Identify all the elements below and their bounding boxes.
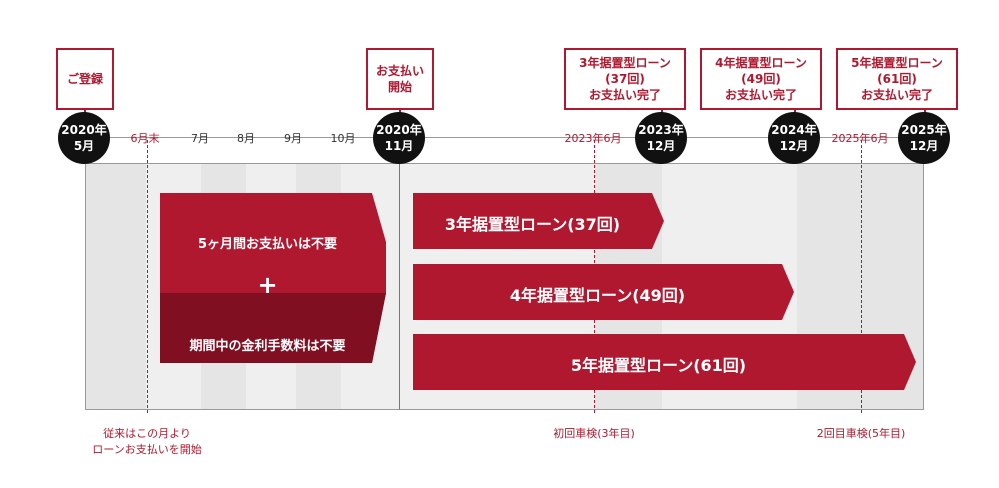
loan4-arrow: 4年据置型ローン(49回): [413, 264, 794, 320]
loan4-arrow-shape: [413, 264, 794, 320]
june-end-marker: [147, 140, 148, 413]
loan3-arrow-shape: [413, 193, 664, 249]
loan5-label: 5年据置型ローン(61回): [570, 356, 747, 375]
loan4-complete-callout: 4年据置型ローン (49回) お支払い完了: [700, 48, 822, 110]
month-label-october: 10月: [330, 132, 356, 145]
date-circle-2025-12: 2025年 12月: [898, 112, 950, 164]
grace-top-text: 5ヶ月間お支払いは不要: [197, 237, 338, 252]
grace-period-arrow: 5ヶ月間お支払いは不要 + 期間中の金利手数料は不要: [160, 193, 386, 363]
loan5-arrow-shape: [413, 334, 916, 390]
registration-callout: ご登録: [56, 48, 114, 110]
plus-icon: +: [257, 271, 278, 299]
loan3-label: 3年据置型ローン(37回): [444, 215, 621, 234]
date-circle-2020-5: 2020年 5月: [58, 112, 110, 164]
circle-year: 2023年: [638, 123, 684, 137]
conventional-start-note: 従来はこの月より ローンお支払いを開始: [92, 427, 202, 456]
circle-month: 12月: [779, 139, 809, 153]
month-label-june-2025: 2025年6月: [831, 132, 889, 145]
loan4-label: 4年据置型ローン(49回): [509, 286, 686, 305]
loan5-complete-callout: 5年据置型ローン (61回) お支払い完了: [836, 48, 958, 110]
loan3-complete-callout: 3年据置型ローン (37回) お支払い完了: [564, 48, 686, 110]
first-inspection-label: 初回車検(3年目): [553, 427, 635, 440]
date-circle-2024-12: 2024年 12月: [768, 112, 820, 164]
second-inspection-label: 2回目車検(5年目): [816, 427, 906, 440]
date-circle-2020-11: 2020年 11月: [373, 112, 425, 164]
month-label-september: 9月: [284, 132, 302, 145]
circle-month: 5月: [73, 139, 95, 153]
june-2025-marker: [861, 140, 862, 413]
timeline-axis: [80, 137, 950, 138]
circle-year: 2025年: [901, 123, 947, 137]
circle-year: 2024年: [771, 123, 817, 137]
grace-arrow-shape: [160, 193, 386, 363]
circle-month: 11月: [384, 139, 414, 153]
grace-bottom-text: 期間中の金利手数料は不要: [189, 339, 346, 354]
loan3-arrow: 3年据置型ローン(37回): [413, 193, 664, 249]
circle-year: 2020年: [376, 123, 422, 137]
loan5-arrow: 5年据置型ローン(61回): [413, 334, 916, 390]
circle-month: 12月: [646, 139, 676, 153]
circle-year: 2020年: [61, 123, 107, 137]
month-label-july: 7月: [191, 132, 209, 145]
month-label-june-2023: 2023年6月: [564, 132, 622, 145]
date-circle-2023-12: 2023年 12月: [635, 112, 687, 164]
month-label-august: 8月: [237, 132, 255, 145]
payment-start-callout: お支払い 開始: [366, 48, 434, 110]
circle-month: 12月: [909, 139, 939, 153]
month-label-june-end: 6月末: [130, 132, 160, 145]
